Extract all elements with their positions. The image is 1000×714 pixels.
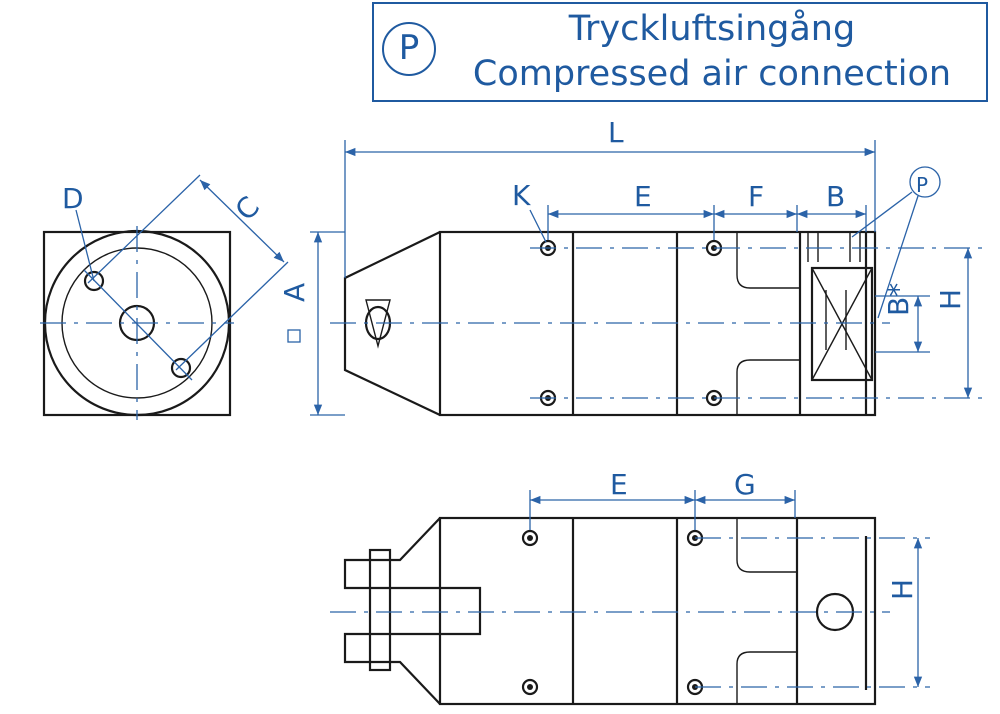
label-f: F [748,180,764,213]
label-g: G [734,468,756,501]
p-marker: P [851,166,941,319]
label-e: E [634,180,652,213]
end-view-hole-bottom [170,357,192,379]
label-e-bottom: E [610,468,628,501]
air-valve-box [810,266,874,382]
end-view-hole-top [83,270,105,292]
dimension-a: A [278,231,345,416]
label-c: C [229,190,266,227]
dimension-l: L [344,116,876,278]
label-k: K [512,179,531,212]
label-d: D [62,182,84,215]
label-b: B [826,180,845,213]
top-view-body [438,516,877,706]
label-h-bottom: H [886,579,919,600]
legend-line-swedish: Tryckluftsingång [568,9,856,49]
dimensions-top: K E F B [512,179,867,243]
dimensions-right: B* H [875,247,973,398]
label-p: P [916,173,928,197]
side-view [330,230,990,417]
label-b-star: B* [882,283,915,316]
end-view: D C [40,174,289,420]
top-view [330,516,930,706]
label-a: A [278,283,311,302]
label-l: L [608,116,624,149]
label-h: H [934,289,967,310]
top-view-fork [343,517,482,705]
side-view-nose [343,231,441,416]
p-symbol-icon: P [382,22,436,76]
legend-box: P Tryckluftsingång Compressed air connec… [372,2,988,102]
legend-line-english: Compressed air connection [472,54,952,94]
dimensions-bottom: E G H [529,468,923,687]
